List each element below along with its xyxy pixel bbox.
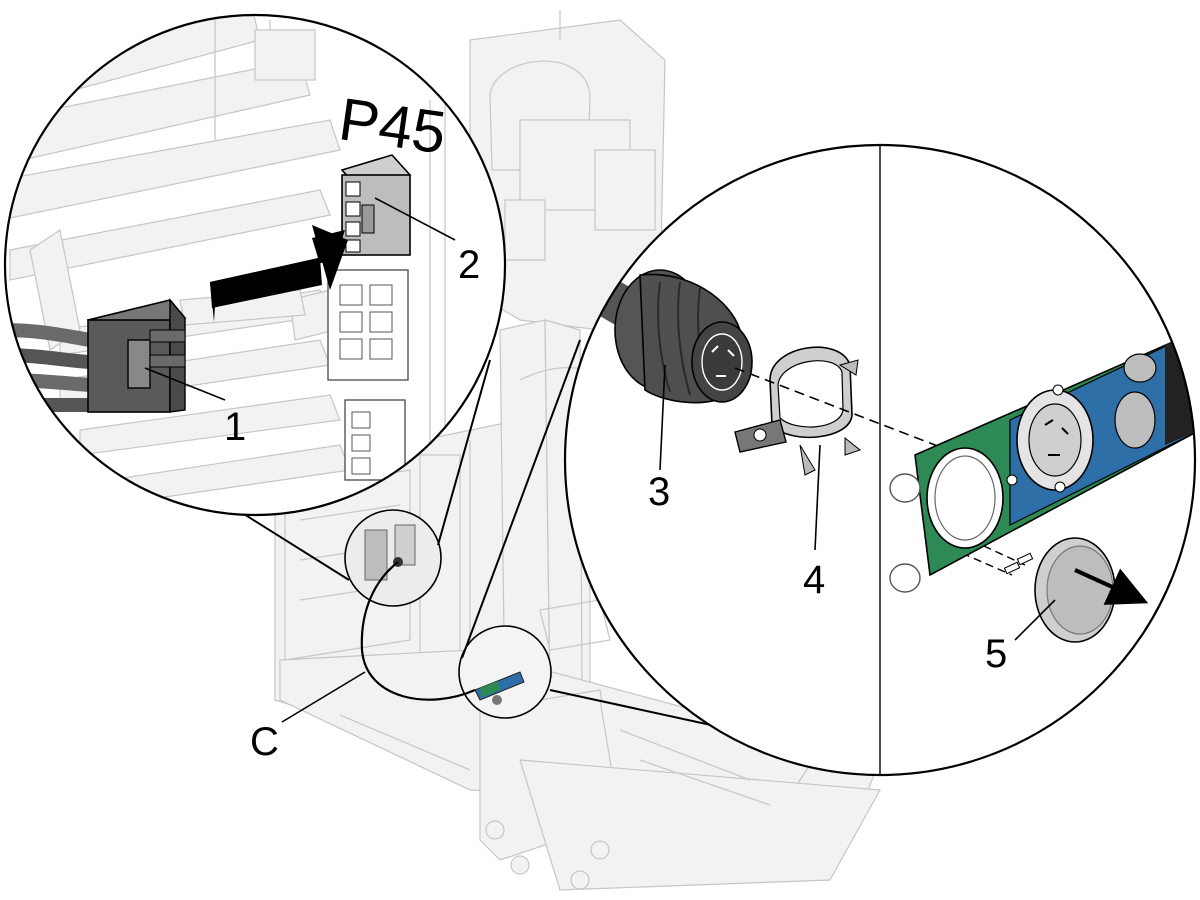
leader-line-4 [814,444,821,551]
board-connector-lower [327,269,409,381]
machine-frame-background [274,10,881,891]
leader-line-3 [659,364,666,471]
connector-label-p45: P45 [335,85,450,166]
callout-4: 4 [803,558,825,602]
leader-line-1 [144,367,226,401]
leader-line-5 [1014,599,1056,641]
wall-hole-lower [889,563,921,593]
receptacle-p45 [340,154,412,256]
knockout-plug [1034,537,1116,643]
callout-3: 3 [648,470,670,514]
clamp-bracket [734,346,862,476]
wall-hole-upper [889,473,921,503]
detail-view-right: 3 4 5 [563,143,1197,777]
callout-1: 1 [224,405,246,449]
detail-view-left: P45 1 2 [3,13,507,517]
callout-c: C [250,720,279,764]
removal-arrow [1074,568,1149,605]
board-connector-bottom [344,399,406,481]
heat-sink-fins [5,15,446,506]
leader-line-c [281,671,366,723]
detail-circle-small-right [458,625,552,719]
panel-screws [1003,552,1034,575]
leader-line-2 [374,197,456,241]
cable-c [360,561,476,701]
callout-5: 5 [985,632,1007,676]
callout-2: 2 [458,243,480,287]
detail-circle-small-left [344,509,442,607]
